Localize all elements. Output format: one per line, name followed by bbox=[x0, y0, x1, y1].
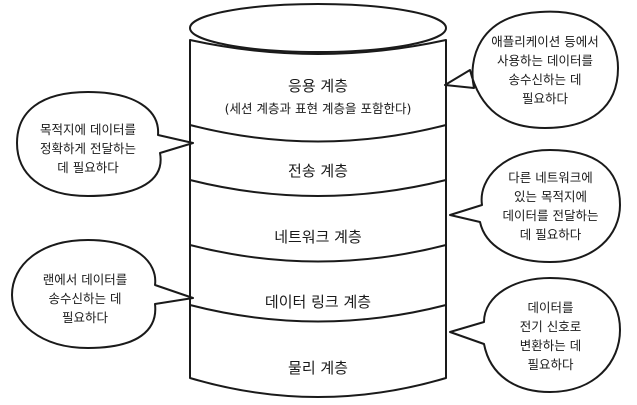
layer-label-application: 응용 계층 bbox=[288, 77, 348, 95]
callout-line: 데이터를 bbox=[527, 300, 574, 315]
callout-line: 다른 네트워크에 bbox=[508, 170, 593, 185]
callout-line: 데 필요하다 bbox=[519, 227, 582, 242]
cylinder-body bbox=[189, 39, 447, 398]
callout-line: 필요하다 bbox=[61, 310, 108, 325]
divider-network-datalink bbox=[189, 244, 447, 263]
callout-line: 변환하는 데 bbox=[519, 338, 582, 353]
divider-transport-network bbox=[189, 179, 447, 197]
callout-line: 목적지에 데이터를 bbox=[40, 122, 136, 137]
layer-note-application: (세션 계층과 표현 계층을 포함한다) bbox=[224, 101, 412, 116]
divider-datalink-physical bbox=[189, 304, 447, 323]
callout-text-datalink: 랜에서 데이터를 송수신하는 데 필요하다 bbox=[10, 270, 160, 327]
layer-label-transport: 전송 계층 bbox=[288, 162, 348, 180]
callout-line: 송수신하는 데 bbox=[508, 72, 582, 87]
callout-line: 송수신하는 데 bbox=[48, 291, 122, 306]
callout-line: 데이터를 전달하는 bbox=[502, 208, 599, 223]
divider-application-transport bbox=[189, 124, 447, 143]
layer-label-physical: 물리 계층 bbox=[288, 359, 348, 377]
callout-text-network: 다른 네트워크에 있는 목적지에 데이터를 전달하는 데 필요하다 bbox=[478, 168, 623, 244]
callout-text-application: 애플리케이션 등에서 사용하는 데이터를 송수신하는 데 필요하다 bbox=[470, 32, 620, 108]
callout-bubble-network bbox=[449, 149, 621, 263]
callout-text-transport: 목적지에 데이터를 정확하게 전달하는 데 필요하다 bbox=[13, 120, 163, 177]
callout-line: 정확하게 전달하는 bbox=[40, 141, 136, 156]
callout-line: 사용하는 데이터를 bbox=[497, 53, 593, 68]
callout-line: 랜에서 데이터를 bbox=[42, 272, 128, 287]
callout-bubble-transport bbox=[16, 91, 194, 197]
callout-bubble-application bbox=[444, 10, 619, 129]
layer-label-network: 네트워크 계층 bbox=[274, 228, 362, 246]
cylinder-top-ellipse bbox=[189, 3, 447, 53]
callout-line: 애플리케이션 등에서 bbox=[491, 34, 599, 49]
layer-label-datalink: 데이터 링크 계층 bbox=[264, 293, 372, 311]
callout-line: 필요하다 bbox=[527, 357, 574, 372]
callout-text-physical: 데이터를 전기 신호로 변환하는 데 필요하다 bbox=[478, 298, 623, 374]
callout-line: 데 필요하다 bbox=[57, 160, 119, 175]
callout-line: 필요하다 bbox=[521, 91, 568, 106]
callout-line: 전기 신호로 bbox=[519, 319, 582, 334]
callout-bubble-datalink bbox=[11, 239, 194, 349]
callout-line: 있는 목적지에 bbox=[514, 189, 587, 204]
callout-bubble-physical bbox=[449, 277, 621, 393]
